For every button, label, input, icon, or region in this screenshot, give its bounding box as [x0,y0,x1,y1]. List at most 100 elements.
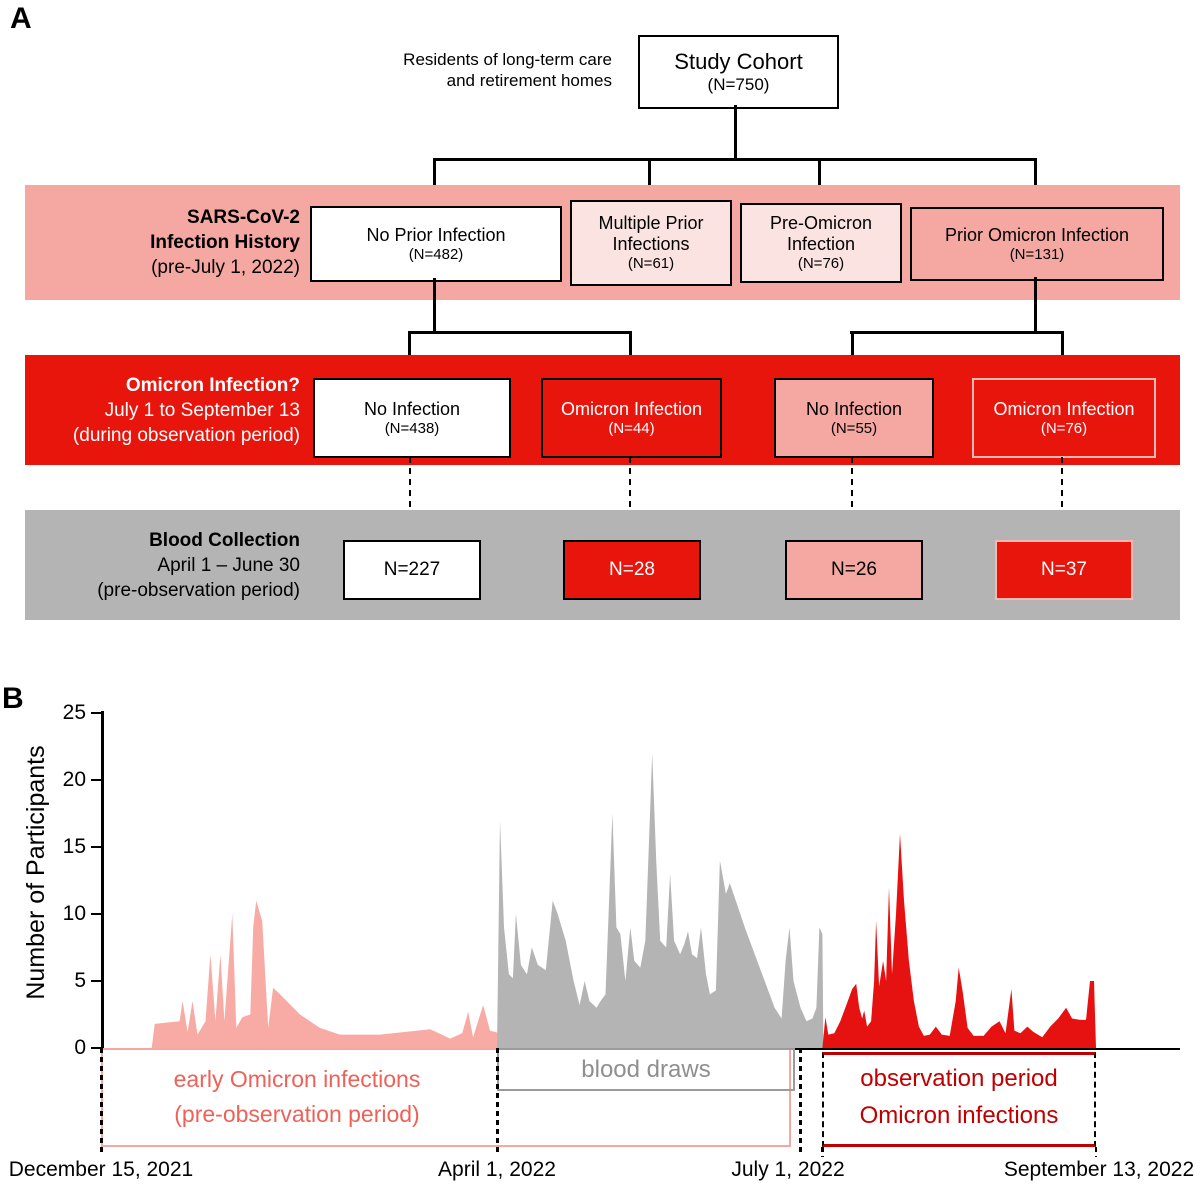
box-n: N=227 [383,558,441,580]
cohort-annotation: Residents of long-term care and retireme… [330,49,612,91]
blood-draws-legend-text: blood draws [581,1056,711,1083]
omicron-row-subtitle: (during observation period) [72,425,300,446]
split2-drop-right [1060,333,1064,367]
box-label: No Infection [805,398,903,419]
box-label: Pre-Omicron Infection [769,212,872,255]
box-label: Prior Omicron Infection [944,224,1130,245]
x-label-jul1: July 1, 2022 [731,1158,845,1181]
y-tick-mark [91,979,102,983]
dashed-line-dec15 [100,1048,103,1155]
history-box-prior-omicron: Prior Omicron Infection (N=131) [910,207,1164,281]
observation-legend-box [822,1052,1096,1147]
connector-drop-4 [1033,160,1037,194]
blood-row-title: Blood Collection [149,530,300,551]
history-box-multiple-prior: Multiple Prior Infections (N=61) [570,200,732,286]
y-tick-mark [91,711,102,715]
blood-row-subtitle: (pre-observation period) [97,580,300,601]
split1-stem [432,278,436,334]
connector-drop-3 [817,160,821,194]
history-row-title-2: Infection History [150,232,300,253]
box-n: (N=61) [627,255,675,273]
dashed-connector-1 [408,457,411,522]
connector-drop-1 [432,160,436,194]
legend-line: (pre-observation period) [174,1101,420,1127]
cohort-annotation-line2: and retirement homes [446,71,612,90]
dashed-line-obs-left-stub [821,1147,824,1157]
cohort-annotation-line1: Residents of long-term care [403,50,612,69]
split1-horizontal [408,331,632,334]
blood-box-28: N=28 [563,540,701,600]
y-tick-mark [91,845,102,849]
omicron-row-title: Omicron Infection? [125,375,300,396]
observation-legend-text: observation period Omicron infections [822,1060,1096,1134]
connector-top-horizontal [433,158,1037,161]
omicron-box-infection-44: Omicron Infection (N=44) [541,378,722,458]
early-omicron-area [151,900,807,1048]
omicron-box-no-infection-438: No Infection (N=438) [313,378,511,458]
box-label: No Prior Infection [366,224,506,245]
omicron-box-no-infection-55: No Infection (N=55) [774,378,934,458]
split2-stem [1033,277,1037,334]
box-n: (N=55) [830,419,878,437]
epi-curve-chart [151,753,1096,1048]
y-tick-label: 25 [62,701,86,724]
box-n: (N=482) [408,245,464,263]
x-label-sep13: September 13, 2022 [1003,1158,1195,1181]
history-row-label: SARS-CoV-2 Infection History (pre-July 1… [0,205,300,280]
legend-line: Omicron infections [859,1102,1059,1129]
y-tick-mark [91,1046,102,1050]
y-tick-label: 0 [74,1036,86,1059]
box-label: Omicron Infection [993,398,1135,419]
omicron-row-label: Omicron Infection? July 1 to September 1… [0,373,300,448]
y-tick-label: 10 [62,902,86,925]
y-axis-line [101,711,104,1050]
history-box-no-prior: No Prior Infection (N=482) [310,206,562,282]
dashed-line-sep13-stub [1094,1147,1097,1157]
dashed-connector-4 [1060,457,1063,522]
omicron-row-dates: July 1 to September 13 [104,400,300,421]
panel-b-label: B [2,682,24,715]
split1-drop-right [628,333,632,367]
dashed-line-jul1 [799,1048,802,1155]
legend-line: early Omicron infections [173,1066,421,1092]
history-row-subtitle: (pre-July 1, 2022) [151,257,300,278]
blood-box-26: N=26 [785,540,923,600]
box-label: Multiple Prior Infections [598,212,704,255]
early-omicron-legend-text: early Omicron infections (pre-observatio… [121,1062,473,1132]
study-cohort-title: Study Cohort [674,49,803,74]
blood-draws-area [497,753,824,1048]
study-cohort-n: (N=750) [707,74,770,94]
history-box-pre-omicron: Pre-Omicron Infection (N=76) [740,203,902,283]
y-tick-mark [91,778,102,782]
box-n: N=37 [1041,558,1087,580]
connector-cohort-down [734,105,737,160]
box-n: (N=44) [608,419,655,437]
box-n: N=28 [609,558,655,580]
box-n: (N=76) [1040,419,1088,437]
dashed-line-apr1 [496,1048,499,1155]
connector-drop-2 [647,160,651,194]
box-n: (N=76) [797,255,845,273]
y-tick-label: 20 [62,768,86,791]
box-label: Omicron Infection [560,398,703,419]
split2-horizontal [850,331,1064,334]
blood-box-37: N=37 [995,540,1133,600]
split1-drop-left [407,333,411,367]
panel-a-label: A [10,2,32,35]
box-n: (N=131) [1009,245,1065,263]
split2-drop-left [850,333,854,367]
y-tick-label: 5 [74,969,86,992]
omicron-box-infection-76: Omicron Infection (N=76) [972,378,1156,458]
blood-row-dates: April 1 – June 30 [157,555,300,576]
observation-area [822,833,1096,1048]
study-cohort-box: Study Cohort (N=750) [638,35,839,109]
legend-line: observation period [860,1065,1058,1092]
y-tick-label: 15 [62,835,86,858]
x-label-apr1: April 1, 2022 [438,1158,556,1181]
blood-box-227: N=227 [343,540,481,600]
blood-row-label: Blood Collection April 1 – June 30 (pre-… [0,528,300,603]
box-label: No Infection [363,398,461,419]
dashed-connector-3 [850,457,853,522]
y-tick-mark [91,912,102,916]
